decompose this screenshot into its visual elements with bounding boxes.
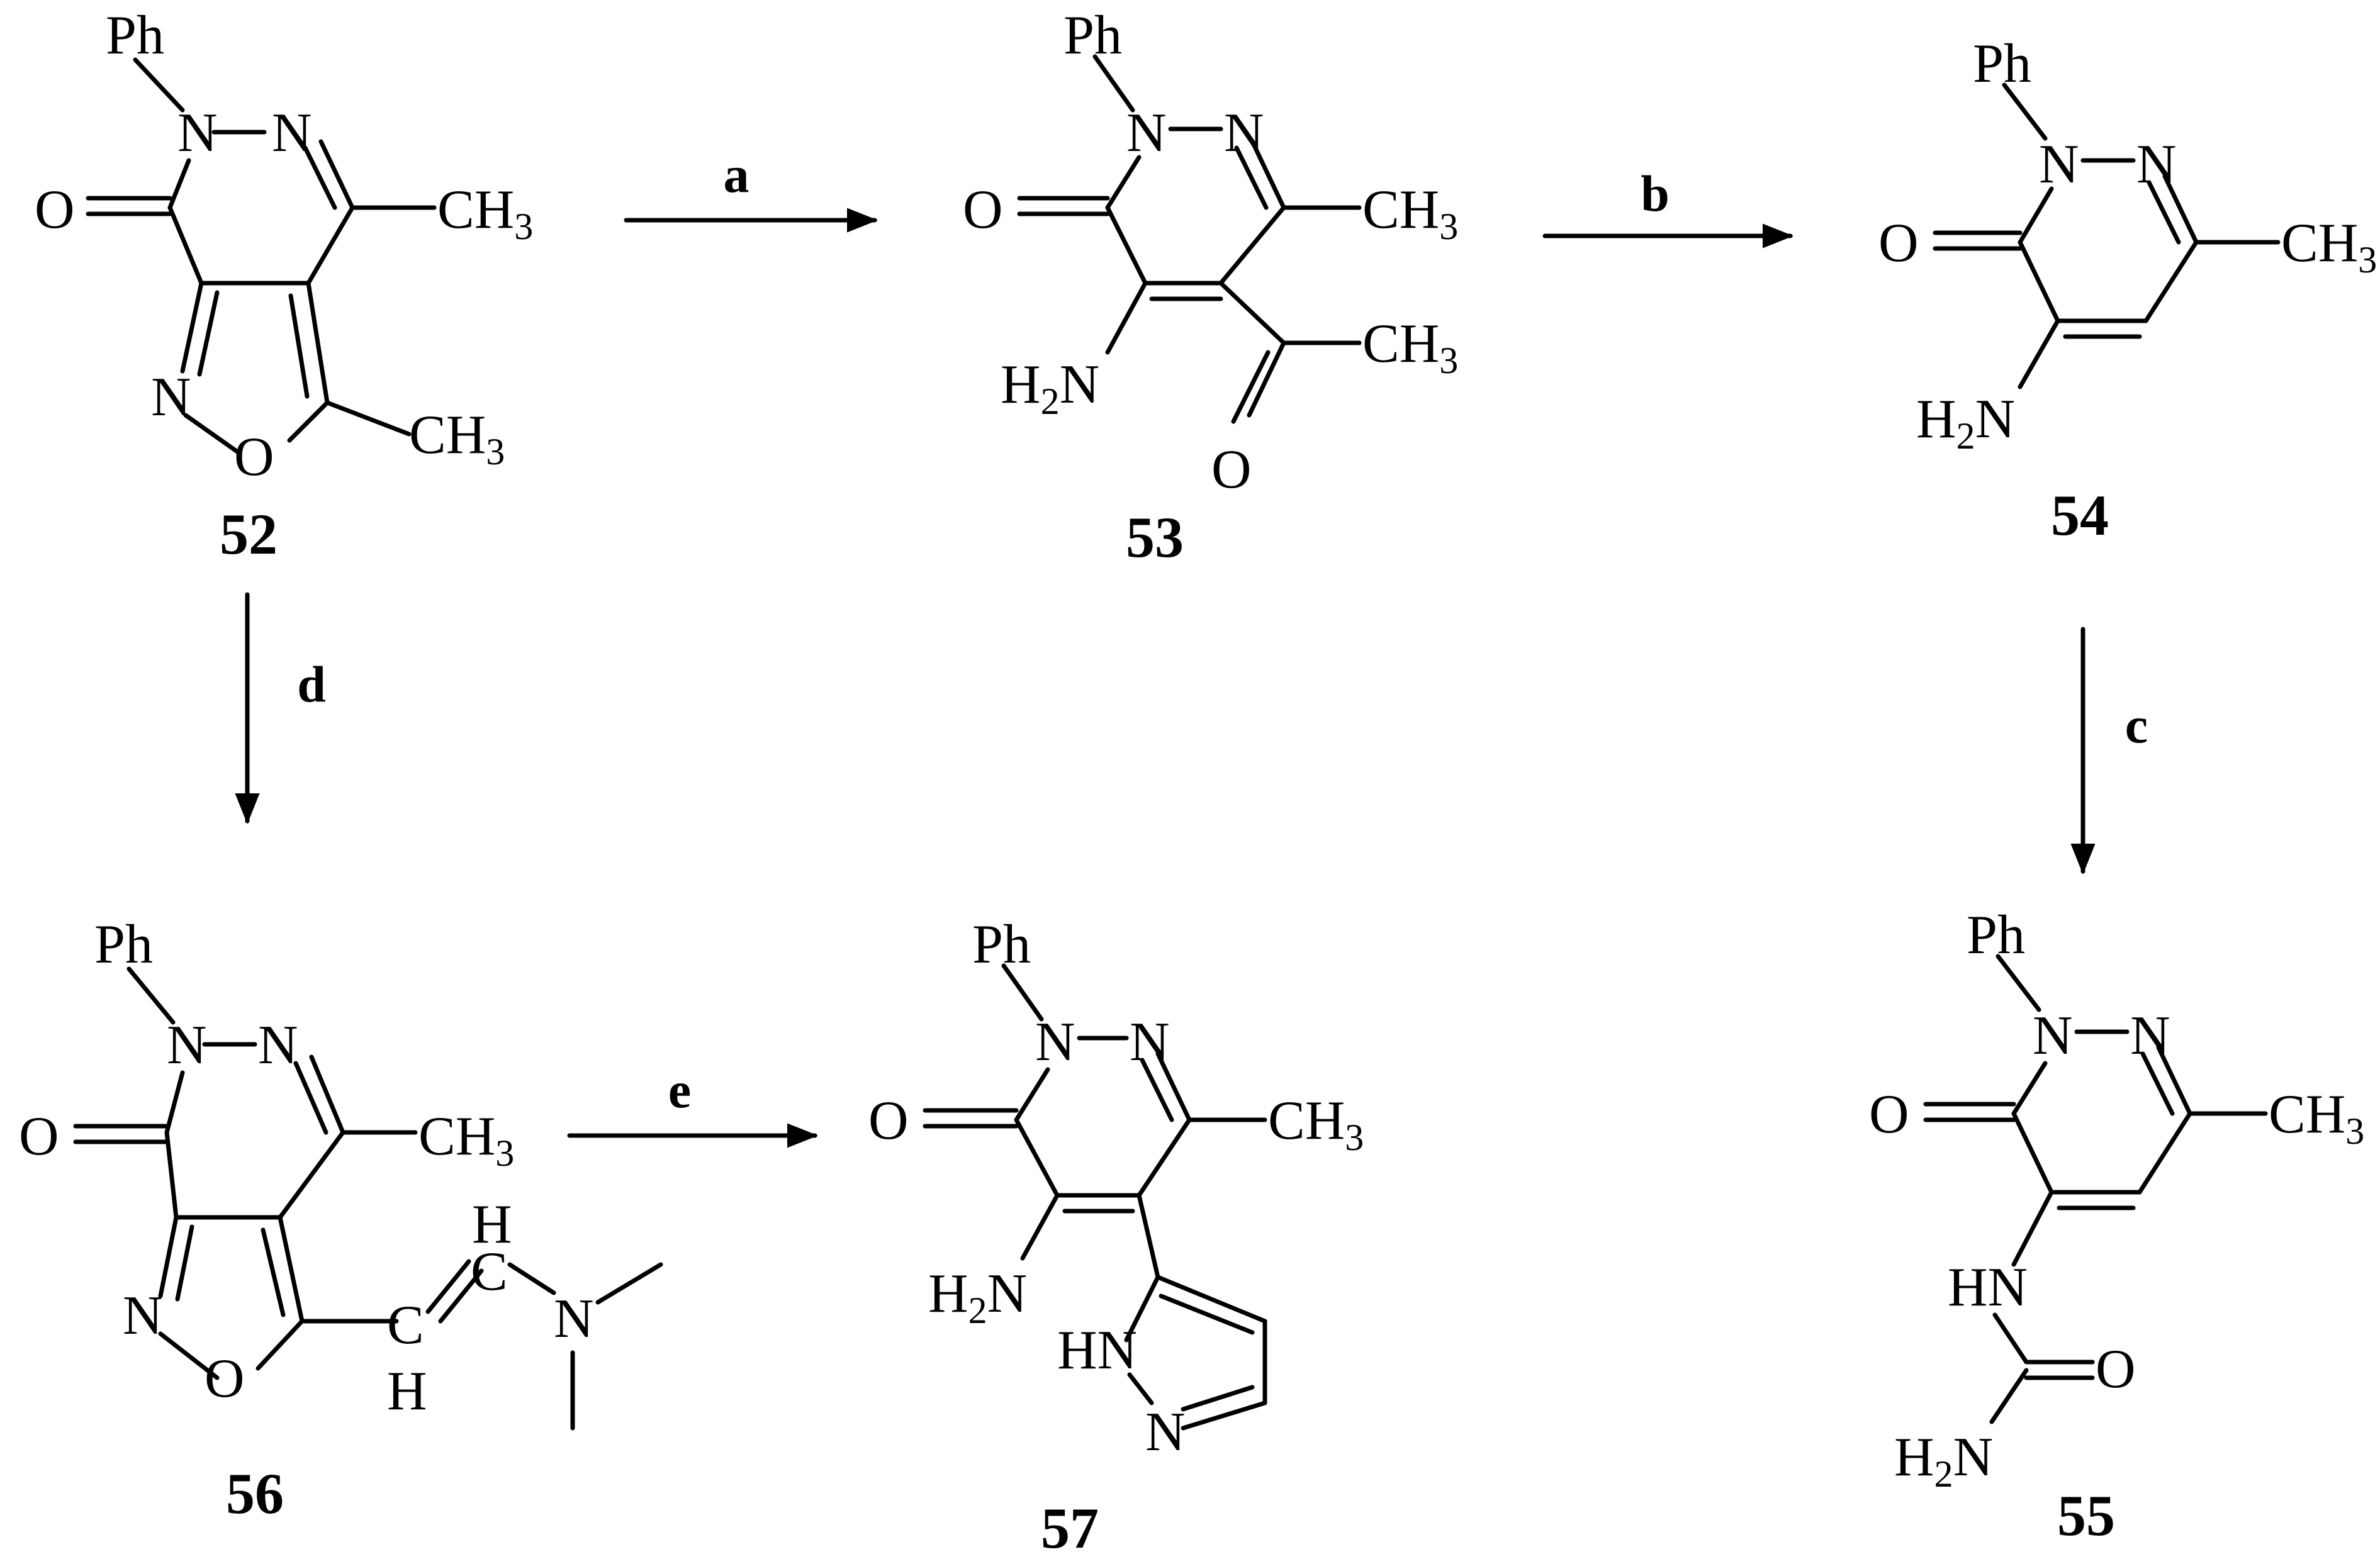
- n-atom: N: [272, 103, 312, 164]
- ch3-label: CH3: [2269, 1084, 2364, 1152]
- h-atom: H: [387, 1361, 427, 1422]
- c-atom: C: [387, 1295, 424, 1356]
- n-atom: N: [167, 1015, 207, 1076]
- nh2-label: H2N: [1894, 1427, 1993, 1495]
- ch3-label: CH3: [2281, 213, 2377, 281]
- o-atom: O: [205, 1348, 245, 1409]
- phenyl-label: Ph: [1064, 5, 1122, 66]
- nh-label: HN: [1948, 1257, 2028, 1318]
- n-atom: N: [151, 367, 191, 428]
- compound-52-atoms: Ph N N O CH3 N O CH3: [35, 5, 533, 488]
- compound-55-atoms: Ph N N O CH3 HN O H2N: [1869, 905, 2364, 1495]
- n-atom: N: [177, 103, 218, 164]
- nh-label: HN: [1057, 1320, 1137, 1381]
- n-atom: N: [1130, 1012, 1170, 1073]
- o-atom: O: [2096, 1339, 2136, 1400]
- nh2-label: H2N: [928, 1263, 1027, 1331]
- ch3-label: CH3: [1268, 1090, 1364, 1158]
- phenyl-label: Ph: [972, 914, 1031, 975]
- compound-55-label: 55: [2057, 1483, 2115, 1548]
- phenyl-label: Ph: [1973, 33, 2031, 94]
- h-atom: H: [472, 1194, 512, 1255]
- nh2-label: H2N: [1916, 389, 2015, 457]
- o-atom: O: [1211, 439, 1252, 500]
- compound-54-atoms: Ph N N O CH3 H2N: [1878, 33, 2377, 457]
- compound-52-structure: [86, 57, 437, 455]
- compound-54-label: 54: [2051, 483, 2109, 547]
- reagent-b-label: b: [1641, 165, 1670, 222]
- n-atom: N: [2033, 1005, 2073, 1066]
- o-atom: O: [963, 179, 1003, 240]
- compound-52-label: 52: [220, 502, 278, 566]
- o-atom: O: [35, 179, 75, 240]
- compound-57-atoms: Ph N N O CH3 H2N HN N: [868, 914, 1364, 1463]
- n-atom: N: [554, 1288, 594, 1349]
- reagent-e-label: e: [668, 1061, 691, 1119]
- n-atom: N: [2039, 134, 2079, 195]
- compound-55-structure: [1923, 954, 2268, 1424]
- n-atom: N: [1145, 1402, 1186, 1463]
- n-atom: N: [1035, 1012, 1075, 1073]
- o-atom: O: [234, 427, 274, 488]
- phenyl-label: Ph: [94, 914, 153, 975]
- n-atom: N: [1126, 103, 1167, 164]
- compound-53-structure: [1017, 54, 1362, 424]
- compound-57-label: 57: [1041, 1496, 1099, 1560]
- n-atom: N: [1224, 103, 1264, 164]
- n-atom: N: [2130, 1005, 2170, 1066]
- phenyl-label: Ph: [1967, 905, 2025, 966]
- o-atom: O: [1878, 213, 1919, 274]
- compound-53-label: 53: [1126, 505, 1184, 569]
- compound-54-structure: [1933, 82, 2281, 389]
- o-atom: O: [19, 1106, 59, 1167]
- ch3-label: CH3: [1362, 179, 1458, 247]
- o-atom: O: [1869, 1084, 1909, 1145]
- reagent-d-label: d: [297, 656, 326, 713]
- ch3-label: CH3: [409, 405, 505, 472]
- reagent-c-label: c: [2125, 696, 2148, 754]
- o-atom: O: [868, 1090, 909, 1151]
- n-atom: N: [123, 1285, 163, 1346]
- nh2-label: H2N: [1001, 354, 1099, 422]
- phenyl-label: Ph: [106, 5, 164, 66]
- c-atom: C: [471, 1241, 508, 1302]
- n-atom: N: [258, 1015, 298, 1076]
- ch3-label: CH3: [437, 179, 533, 247]
- reagent-a-label: a: [724, 146, 749, 203]
- ch3-label: CH3: [418, 1106, 514, 1174]
- n-atom: N: [2136, 134, 2177, 195]
- compound-57-structure: [923, 963, 1267, 1431]
- compound-56-structure: [73, 966, 663, 1431]
- ch3-label: CH3: [1362, 313, 1458, 381]
- compound-56-label: 56: [226, 1461, 284, 1526]
- compound-56-atoms: Ph N N O CH3 N O H C C H N: [19, 914, 594, 1422]
- compound-53-atoms: Ph N N O CH3 H2N CH3 O: [963, 5, 1458, 500]
